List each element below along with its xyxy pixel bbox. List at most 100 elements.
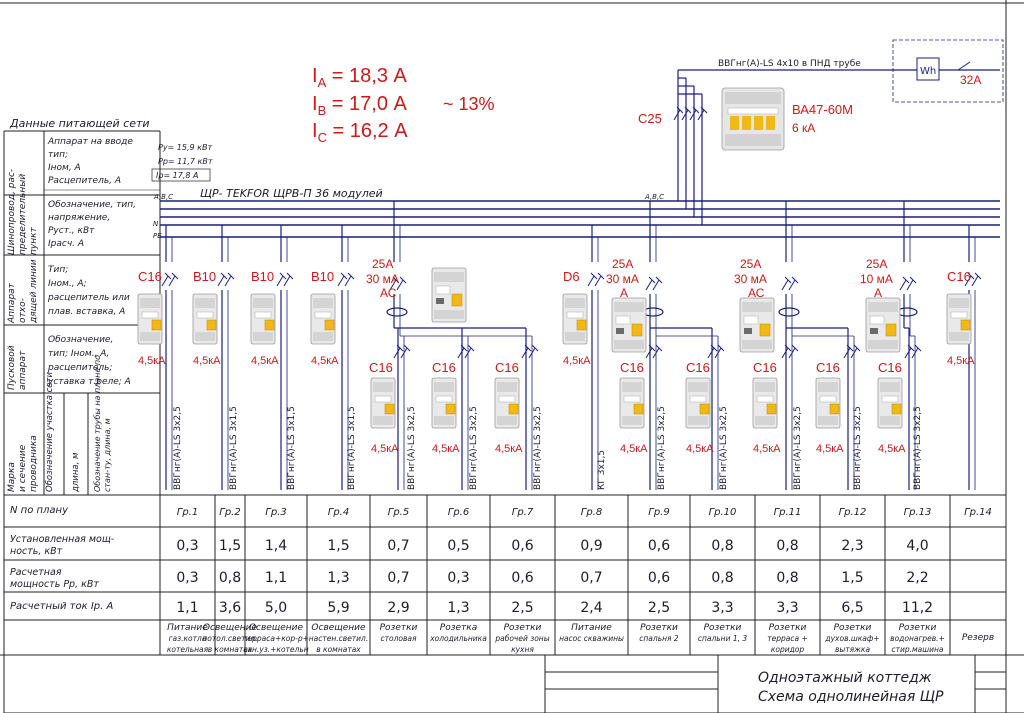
rcd-rating: 25А xyxy=(372,257,393,271)
group-name: Розетки xyxy=(834,623,872,633)
row-label-plan: N по плану xyxy=(10,505,69,516)
group-number: Гр.11 xyxy=(774,507,802,518)
group-name: газ.котла xyxy=(169,634,207,643)
supply-cable: ВВГнг(А)-LS 4x10 в ПНД трубе xyxy=(718,59,861,69)
group-name: спальня 2 xyxy=(639,634,679,643)
group-name: Розетки xyxy=(380,623,418,633)
supply-section: ВВГнг(А)-LS 4x10 в ПНД трубе Wh 32А C25 xyxy=(638,39,1004,225)
group-number: Гр.3 xyxy=(265,507,286,518)
rcd-image xyxy=(739,297,775,353)
main-breaker-model: ВА47-60М xyxy=(792,102,853,117)
cable-label: ВВГнг(А)-LS 3x2,5 xyxy=(407,406,417,490)
calc-current: 3,6 xyxy=(219,600,241,616)
group-name: в комнатах xyxy=(316,645,361,654)
rcd-type: А xyxy=(874,286,882,300)
calc-power: 0,8 xyxy=(219,570,241,586)
installed-power: 4,0 xyxy=(906,538,928,554)
calc-current: 11,2 xyxy=(902,600,933,616)
breaker-top: B10 4,5кА xyxy=(192,225,235,490)
load-table: N по плану Установленная мощ- ность, кВт… xyxy=(4,494,1007,656)
group-name: Розетки xyxy=(769,623,807,633)
breaker-ka: 4,5кА xyxy=(138,355,166,367)
breaker-bottom: C16 4,5кА xyxy=(431,328,475,490)
group-name: коридор xyxy=(771,645,805,654)
rcd-type: АС xyxy=(380,286,397,300)
current-c: IC = 16,2 А xyxy=(312,120,408,145)
svg-text:Тип;: Тип; xyxy=(48,265,68,275)
cable-label: КГ 3x1,5 xyxy=(597,450,607,490)
rcd-leak: 30 мА xyxy=(734,272,767,286)
svg-text:Аппарат на вводе: Аппарат на вводе xyxy=(47,137,133,147)
breaker-label: C16 xyxy=(947,269,971,284)
left-header-panel: Данные питающей сети Шинопровод, рас-пре… xyxy=(3,117,161,713)
installed-power: 0,5 xyxy=(447,538,469,554)
svg-text:тип; Iном., А,: тип; Iном., А, xyxy=(48,349,109,359)
installed-power: 1,4 xyxy=(265,538,287,554)
group-number: Гр.9 xyxy=(648,507,669,518)
board-info: Pу= 15,9 кВт Pр= 11,7 кВт Iр= 17,8 А ЩР-… xyxy=(151,143,383,200)
group-name: насос скважины xyxy=(559,634,624,643)
installed-power: 0,6 xyxy=(648,538,670,554)
breaker-ka: 4,5кА xyxy=(495,443,523,455)
svg-text:расцепитель;: расцепитель; xyxy=(47,363,112,373)
cable-label: ВВГнг(А)-LS 3x1,5 xyxy=(287,406,297,490)
breaker-label: B10 xyxy=(193,269,216,284)
breaker-ka: 4,5кА xyxy=(193,355,221,367)
group-name: терраса+кор-р+ xyxy=(243,634,309,643)
breaker-label: C16 xyxy=(432,360,456,375)
group-name: Питание xyxy=(167,623,208,633)
current-a: IA = 18,3 А xyxy=(312,65,408,90)
breaker-top: D64,5кА xyxy=(562,225,605,490)
installed-power: 0,9 xyxy=(580,538,602,554)
calc-power: 0,6 xyxy=(511,570,533,586)
outgoing-row: Тип; Iном., А; расцепитель или плав. вст… xyxy=(47,265,130,317)
calc-current: 6,5 xyxy=(841,600,863,616)
group-number: Гр.14 xyxy=(964,507,992,518)
group-name: Резерв xyxy=(962,633,994,643)
calc-current: 3,3 xyxy=(711,600,733,616)
current-b: IB = 17,0 А xyxy=(312,93,408,118)
svg-text:Руст., кВт: Руст., кВт xyxy=(48,226,95,236)
group-number: Гр.13 xyxy=(904,507,932,518)
group-number: Гр.7 xyxy=(512,507,534,518)
breaker-ka: 4,5кА xyxy=(371,443,399,455)
installed-power: 2,3 xyxy=(841,538,863,554)
group-name: духов.шкаф+ xyxy=(824,634,879,643)
breaker-ka: 4,5кА xyxy=(251,355,279,367)
group-name: Освещение xyxy=(203,623,258,633)
svg-text:N: N xyxy=(153,220,159,228)
rcd-rating: 25А xyxy=(612,257,633,271)
rcd-leak: 30 мА xyxy=(606,272,639,286)
calc-current: 5,9 xyxy=(327,600,349,616)
breaker-ka: 4,5кА xyxy=(432,443,460,455)
group-name: водонагрев.+ xyxy=(890,634,945,643)
svg-text:ность, кВт: ность, кВт xyxy=(10,546,63,557)
board-pr: Pр= 11,7 кВт xyxy=(158,157,213,166)
breaker-ka: 4,5кА xyxy=(878,443,906,455)
breaker-image xyxy=(137,293,163,345)
group-number: Гр.1 xyxy=(177,507,198,518)
cable-row3-label: Обозначение трубы на плане постан-ту, дл… xyxy=(93,355,112,492)
calc-current: 1,3 xyxy=(447,600,469,616)
cable-label: ВВГнг(А)-LS 3x2,5 xyxy=(657,406,667,490)
breaker-image xyxy=(619,377,645,429)
main-breaker-image xyxy=(721,87,785,151)
group-number: Гр.6 xyxy=(448,507,469,518)
svg-text:расцепитель или: расцепитель или xyxy=(47,293,130,303)
rcd-image xyxy=(431,267,467,323)
svg-text:A,B,C: A,B,C xyxy=(644,193,664,201)
cable-label: ВВГнг(А)-LS 3x2,5 xyxy=(533,406,543,490)
installed-power: 1,5 xyxy=(219,538,241,554)
breaker-image xyxy=(494,377,520,429)
rcd-image xyxy=(611,297,647,353)
stamp-line2: Схема однолинейная ЩР xyxy=(758,689,944,705)
group-name: Освещение xyxy=(311,623,366,633)
rcd-image xyxy=(865,297,901,353)
